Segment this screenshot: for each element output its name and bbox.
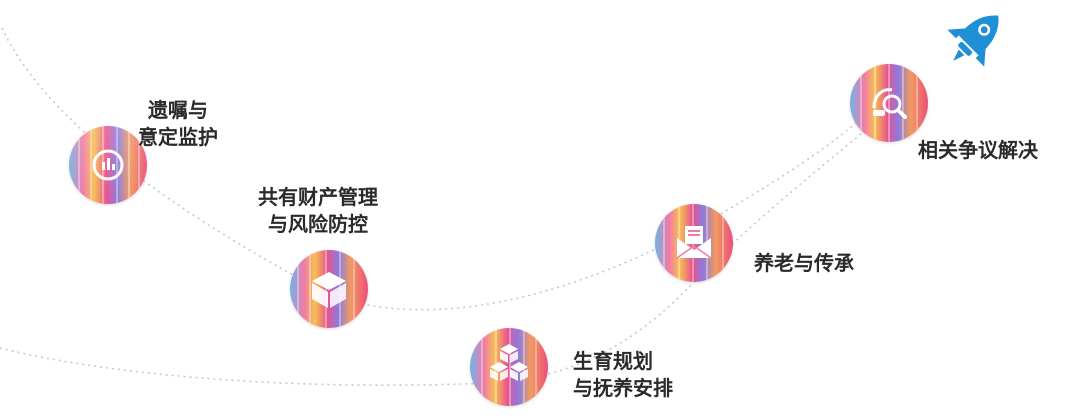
node-will — [69, 126, 147, 204]
envelope-icon — [676, 226, 712, 259]
chart-icon — [92, 149, 124, 181]
blocks-icon — [490, 344, 528, 381]
stripe-background — [850, 64, 928, 142]
label-line: 与抚养安排 — [573, 378, 673, 400]
node-child — [470, 328, 548, 406]
label-line: 遗嘱与 — [148, 100, 208, 122]
label-property: 共有财产管理 与风险防控 — [258, 185, 378, 239]
label-elder: 养老与传承 — [754, 251, 854, 278]
stripe-background — [470, 328, 548, 406]
label-child: 生育规划 与抚养安排 — [573, 349, 673, 403]
label-line: 意定监护 — [138, 127, 218, 149]
node-property — [290, 250, 368, 328]
magnifier-icon — [872, 88, 907, 119]
label-will: 遗嘱与 意定监护 — [138, 98, 218, 152]
label-line: 养老与传承 — [754, 253, 854, 275]
box-icon — [312, 272, 346, 308]
label-line: 共有财产管理 — [258, 187, 378, 209]
label-line: 相关争议解决 — [918, 140, 1038, 162]
node-dispute — [850, 64, 928, 142]
label-line: 与风险防控 — [268, 214, 368, 236]
rocket-icon — [947, 15, 999, 67]
label-line: 生育规划 — [573, 351, 653, 373]
label-dispute: 相关争议解决 — [918, 138, 1038, 165]
node-elder — [655, 204, 733, 282]
